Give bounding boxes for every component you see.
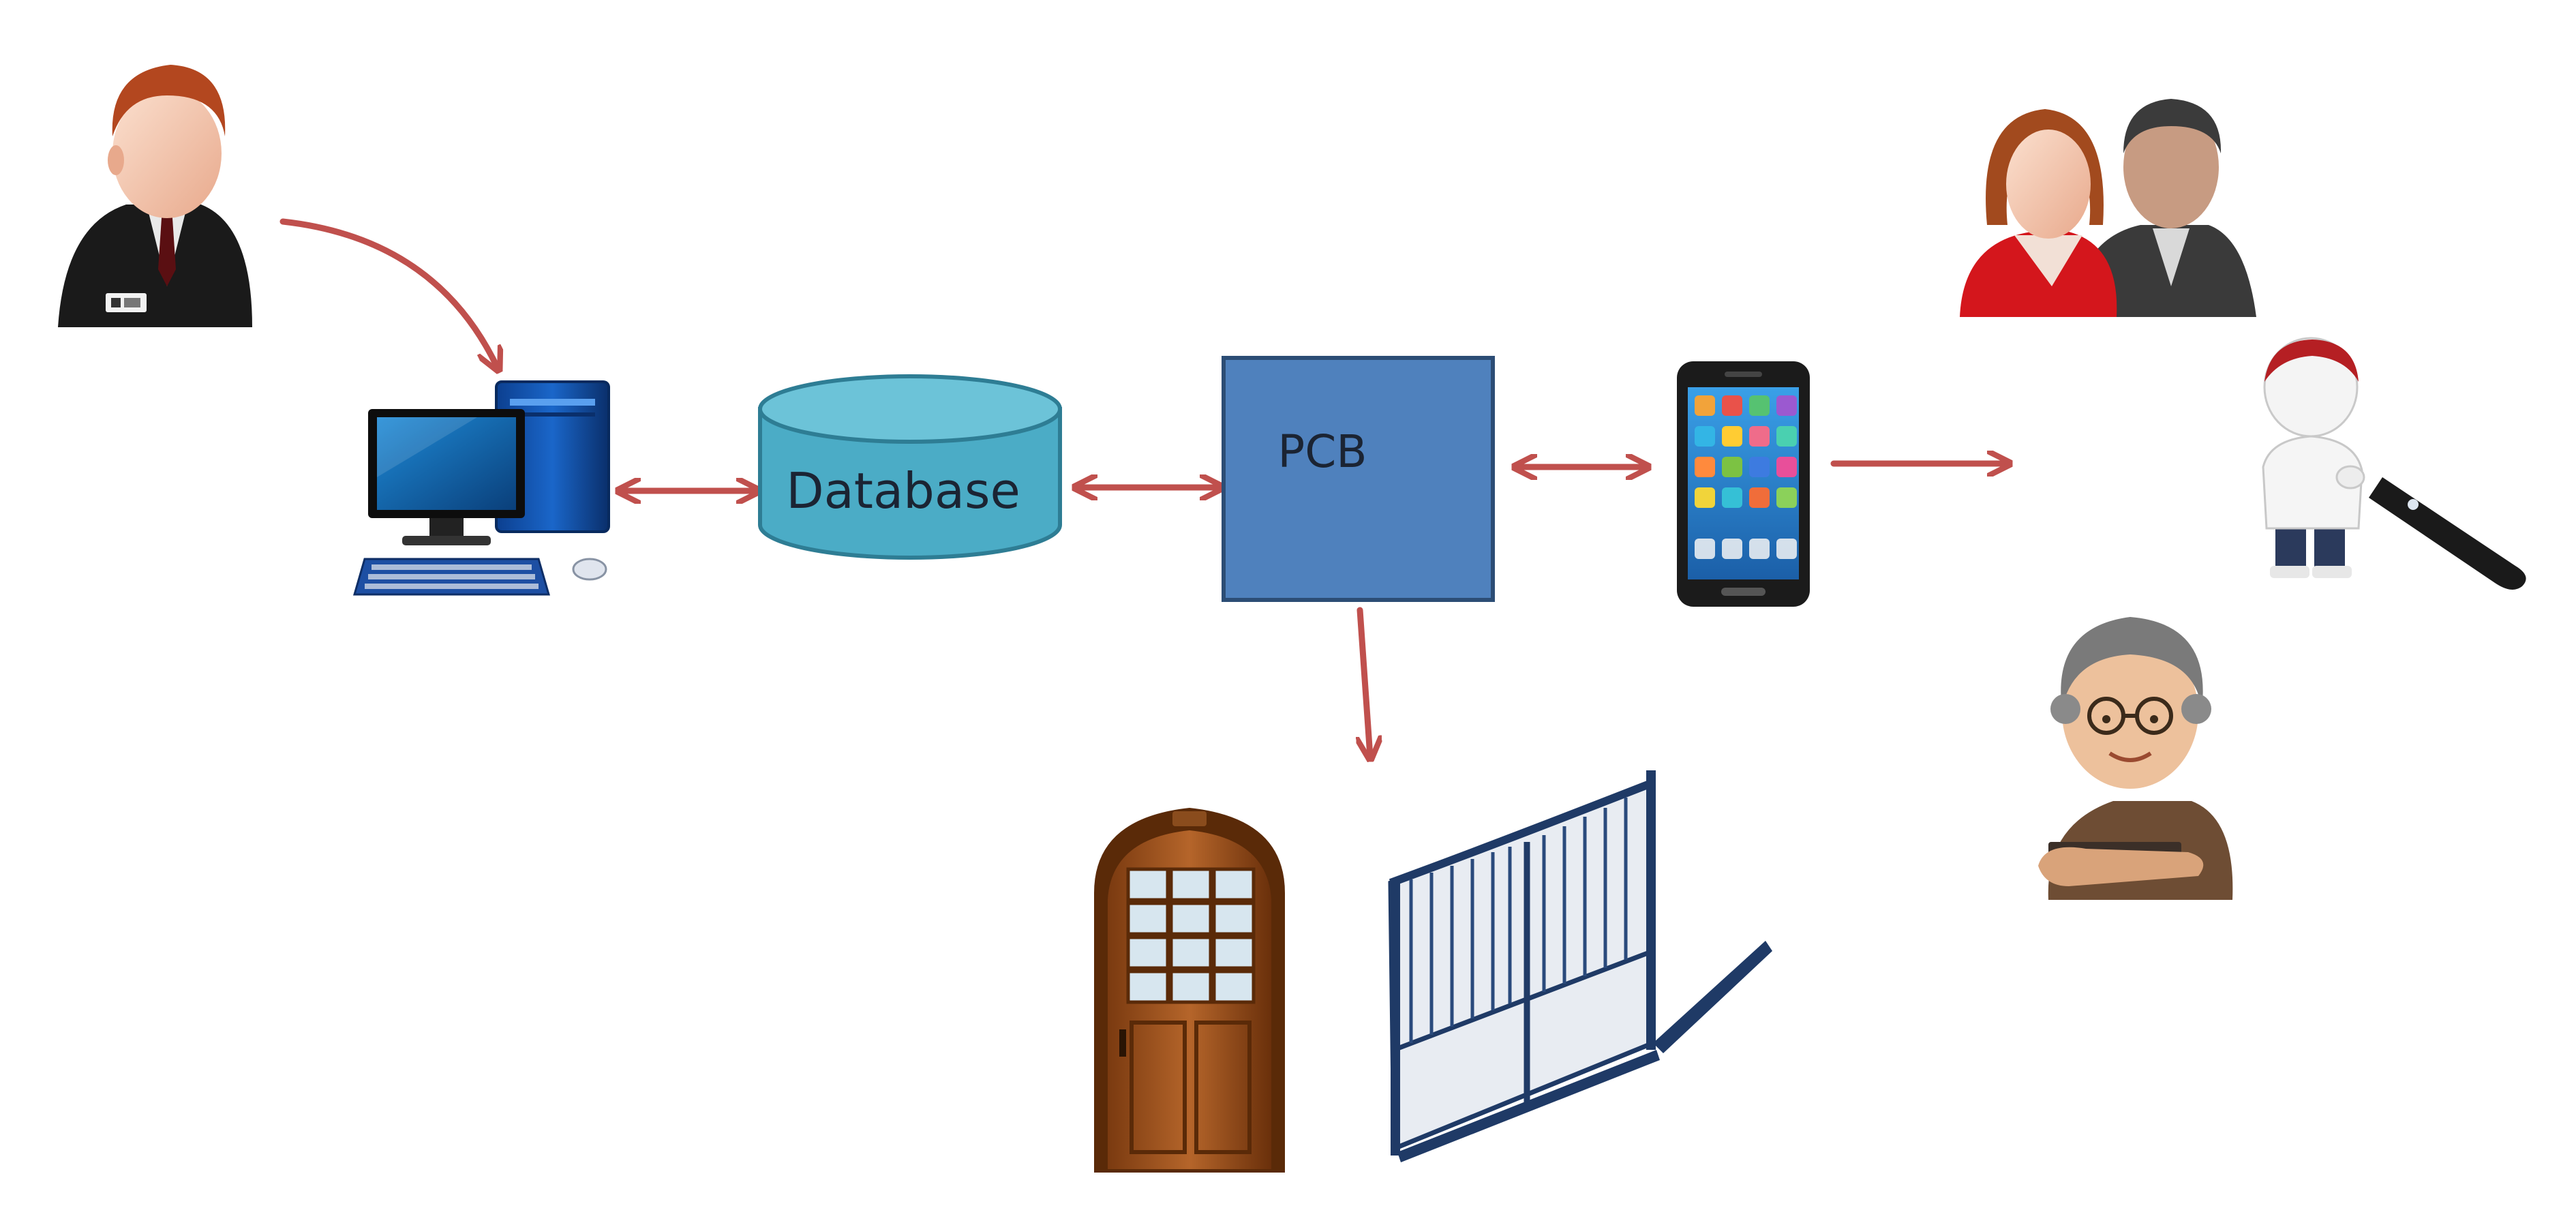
desktop-computer-icon xyxy=(353,380,610,596)
pcb-label: PCB xyxy=(1277,425,1367,478)
database-node: Database xyxy=(758,374,1062,560)
database-label: Database xyxy=(786,462,1020,519)
sliding-gate-icon xyxy=(1388,770,1772,1162)
pcb-node: PCB xyxy=(1222,356,1495,602)
couple-avatar-icon xyxy=(1960,99,2256,317)
arrow-pcb-to-doors xyxy=(1360,607,1370,757)
wooden-door-icon xyxy=(1094,808,1285,1173)
smartphone-icon xyxy=(1677,361,1810,607)
elderly-woman-icon xyxy=(2038,617,2233,900)
connector-arrows xyxy=(279,218,2007,757)
operator-avatar-icon xyxy=(58,65,252,327)
child-with-skateboard-icon xyxy=(2262,337,2526,590)
arrow-operator-to-computer xyxy=(279,218,498,368)
